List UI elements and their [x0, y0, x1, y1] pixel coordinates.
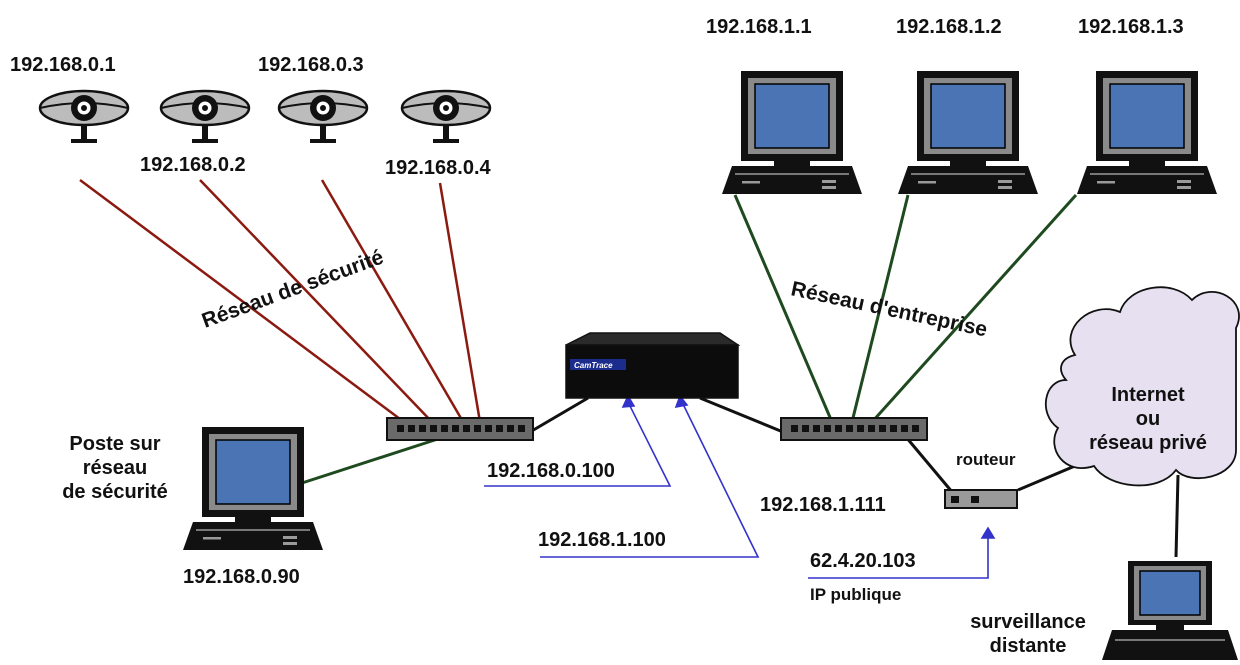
camtrace-box: CamTrace: [565, 332, 741, 399]
enterprise-pc-3: [1076, 70, 1218, 195]
security-station-ip: 192.168.0.90: [183, 566, 300, 588]
remote-label-line1: surveillance: [970, 611, 1086, 633]
ip-pointers: [484, 394, 996, 579]
security-station-label: Poste sur réseau de sécurité: [40, 432, 190, 504]
camera-4: [400, 89, 492, 145]
black-links: [529, 396, 1180, 558]
enterprise-pc-1: [721, 70, 863, 195]
cloud-label: Internet ou réseau privé: [1068, 383, 1228, 455]
cloud-label-line1: Internet: [1111, 384, 1185, 406]
enterprise-network-label: Réseau d'entreprise: [789, 277, 989, 341]
router-public-ip: 62.4.20.103: [810, 550, 916, 572]
remote-label-line2: distante: [989, 635, 1067, 657]
security-station-label-line3: de sécurité: [62, 481, 168, 503]
camera-4-ip: 192.168.0.4: [385, 157, 491, 179]
camera-2-ip: 192.168.0.2: [140, 154, 246, 176]
security-links: [79, 178, 482, 424]
enterprise-pc-2: [897, 70, 1039, 195]
security-station-pc: [182, 426, 324, 551]
remote-label: surveillance distante: [948, 610, 1108, 658]
cloud-label-line2: ou: [1135, 408, 1161, 430]
enterprise-switch: [780, 417, 928, 441]
enterprise-pc-1-ip: 192.168.1.1: [706, 16, 812, 38]
enterprise-links: [301, 193, 1078, 485]
camera-1: [38, 89, 130, 145]
enterprise-switch-ip: 192.168.1.111: [760, 494, 886, 516]
security-switch: [386, 417, 534, 441]
router: [944, 489, 1018, 509]
security-station-label-line2: réseau: [82, 457, 148, 479]
cloud-label-line3: réseau privé: [1089, 432, 1207, 454]
internet-cloud: [1044, 286, 1240, 487]
router-label: routeur: [956, 450, 1016, 469]
camtrace-ip-security: 192.168.0.100: [487, 460, 615, 482]
camera-1-ip: 192.168.0.1: [10, 54, 116, 76]
enterprise-pc-2-ip: 192.168.1.2: [896, 16, 1002, 38]
enterprise-pc-3-ip: 192.168.1.3: [1078, 16, 1184, 38]
camtrace-brand: CamTrace: [574, 361, 613, 370]
router-public-label: IP publique: [810, 585, 902, 604]
camtrace-ip-enterprise: 192.168.1.100: [538, 529, 666, 551]
security-station-label-line1: Poste sur: [69, 433, 161, 455]
remote-pc: [1102, 561, 1238, 660]
camera-3-ip: 192.168.0.3: [258, 54, 364, 76]
camera-2: [159, 89, 251, 145]
camera-3: [277, 89, 369, 145]
